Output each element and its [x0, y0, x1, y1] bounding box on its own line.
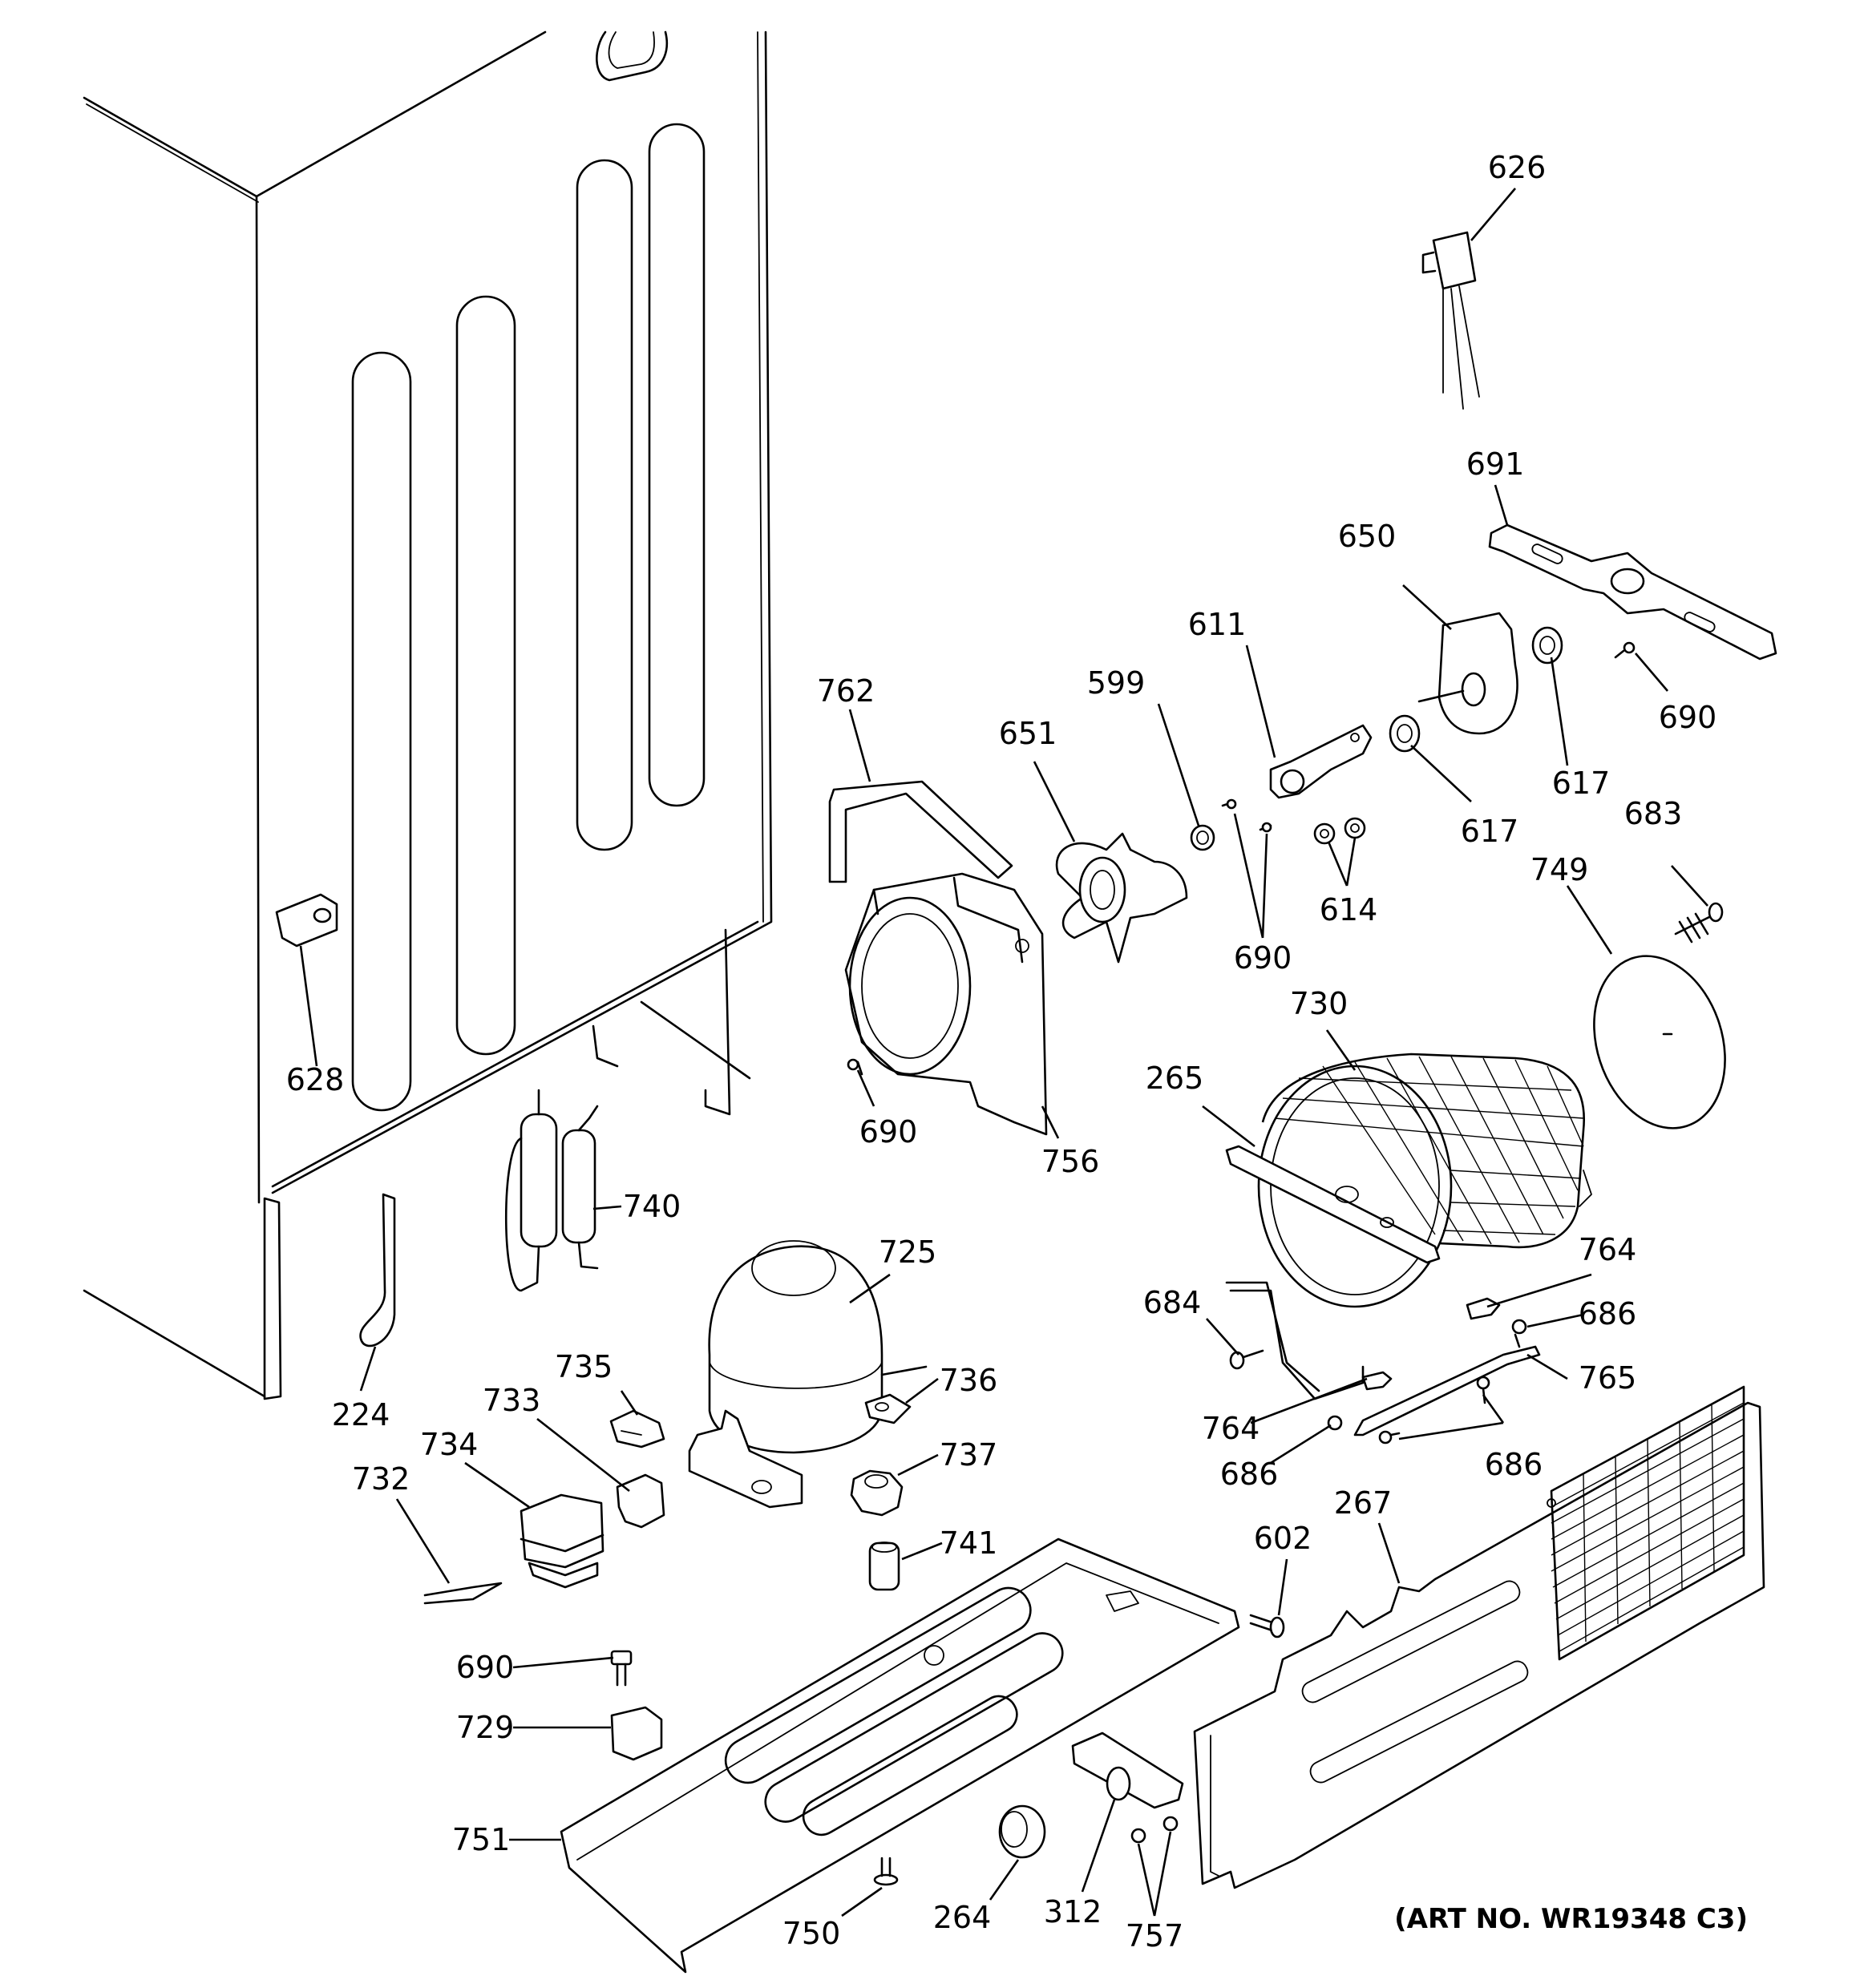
strap-765 [1353, 1345, 1541, 1436]
overload-734 [520, 1493, 604, 1589]
front-grille-267 [1193, 1385, 1765, 1889]
cover-disc-749 [1593, 955, 1726, 1129]
callout-749: 749 [1530, 852, 1589, 887]
callout-264: 264 [933, 1900, 992, 1935]
clamp-628 [275, 893, 338, 948]
screws-686 [1327, 1319, 1527, 1445]
callout-765: 765 [1579, 1360, 1637, 1396]
bracket-729 [610, 1706, 663, 1761]
callout-265: 265 [1146, 1061, 1204, 1096]
grommets-614 [1313, 817, 1366, 845]
screws-690 [847, 641, 1636, 1076]
condenser-coil-730 [1257, 1053, 1592, 1308]
clip-764-upper [1466, 1297, 1501, 1320]
callout-691: 691 [1466, 446, 1525, 482]
bolt-690 [610, 1650, 633, 1687]
callout-599: 599 [1087, 665, 1146, 701]
nut-599 [1190, 824, 1215, 851]
callout-764-upper: 764 [1579, 1232, 1637, 1267]
clip-732 [423, 1582, 503, 1605]
callout-686-right: 686 [1579, 1296, 1637, 1331]
callout-628: 628 [286, 1062, 345, 1097]
art-number: (ART NO. WR19348 C3) [1394, 1903, 1748, 1935]
callout-740: 740 [623, 1189, 681, 1224]
bracket-611 [1269, 724, 1373, 799]
fan-shroud-756 [844, 872, 1048, 1136]
callout-757: 757 [1126, 1918, 1184, 1954]
dryer-740 [504, 1089, 599, 1292]
callout-733: 733 [483, 1383, 541, 1418]
compressor-725 [688, 1240, 928, 1509]
fan-motor-650 [1417, 612, 1518, 735]
callout-690-bracket: 690 [1234, 940, 1292, 976]
grommet-617-rear [1531, 626, 1563, 665]
cabinet-back-panel [83, 30, 773, 1400]
sleeve-741 [868, 1542, 900, 1591]
callout-614: 614 [1320, 892, 1378, 927]
callout-312: 312 [1044, 1894, 1102, 1929]
tubing-762 [828, 780, 1013, 883]
screw-684 [1229, 1349, 1264, 1370]
callout-686-center: 686 [1485, 1447, 1543, 1482]
relay-733 [616, 1473, 665, 1529]
bolt-602 [1249, 1614, 1285, 1638]
callout-730: 730 [1290, 986, 1348, 1021]
callout-690-base: 690 [456, 1650, 515, 1685]
callout-735: 735 [555, 1349, 613, 1384]
callout-650: 650 [1338, 519, 1397, 554]
bracket-691 [1488, 523, 1777, 661]
drain-tube-224 [359, 1193, 396, 1348]
callout-750: 750 [782, 1916, 841, 1951]
callout-729: 729 [456, 1710, 515, 1745]
callout-732: 732 [352, 1461, 410, 1497]
clip-764-lower [1361, 1371, 1393, 1391]
callout-737: 737 [940, 1437, 998, 1473]
plug-626 [1421, 231, 1480, 410]
callout-764-lower: 764 [1202, 1411, 1260, 1446]
callout-684: 684 [1143, 1285, 1202, 1320]
callout-690-motor: 690 [1659, 700, 1717, 735]
callout-617-rear: 617 [1552, 766, 1611, 801]
callout-602: 602 [1254, 1521, 1312, 1556]
callout-683: 683 [1624, 796, 1683, 831]
callout-725: 725 [879, 1234, 937, 1270]
relay-735 [609, 1409, 665, 1449]
callout-224: 224 [332, 1397, 390, 1432]
callout-690-shroud: 690 [859, 1114, 918, 1150]
roller-bracket-312 [1071, 1731, 1184, 1809]
callout-617-front: 617 [1461, 814, 1519, 849]
callout-626: 626 [1488, 150, 1547, 185]
callout-762: 762 [817, 673, 875, 709]
roller-264 [998, 1804, 1046, 1859]
grommet-617-front [1389, 714, 1421, 753]
callout-611: 611 [1188, 607, 1247, 642]
callout-736: 736 [940, 1363, 998, 1398]
callout-labels: 626 691 650 611 599 651 762 617 617 690 … [286, 150, 1717, 1954]
callout-751: 751 [452, 1822, 511, 1857]
leader-lines [299, 188, 1708, 1917]
base-pan-751 [560, 1537, 1240, 1974]
callout-686-left: 686 [1220, 1457, 1279, 1492]
grommet-737 [850, 1469, 904, 1517]
clip-736 [864, 1393, 912, 1424]
callout-741: 741 [940, 1525, 998, 1561]
fan-blade-651 [1055, 832, 1188, 964]
callout-734: 734 [420, 1427, 479, 1462]
callout-267: 267 [1334, 1485, 1393, 1521]
bracket-265 [1225, 1145, 1441, 1264]
callout-651: 651 [999, 716, 1057, 751]
screw-750 [873, 1857, 899, 1886]
callout-756: 756 [1041, 1144, 1100, 1179]
screws-757 [1130, 1816, 1179, 1844]
screw-683 [1674, 902, 1724, 943]
